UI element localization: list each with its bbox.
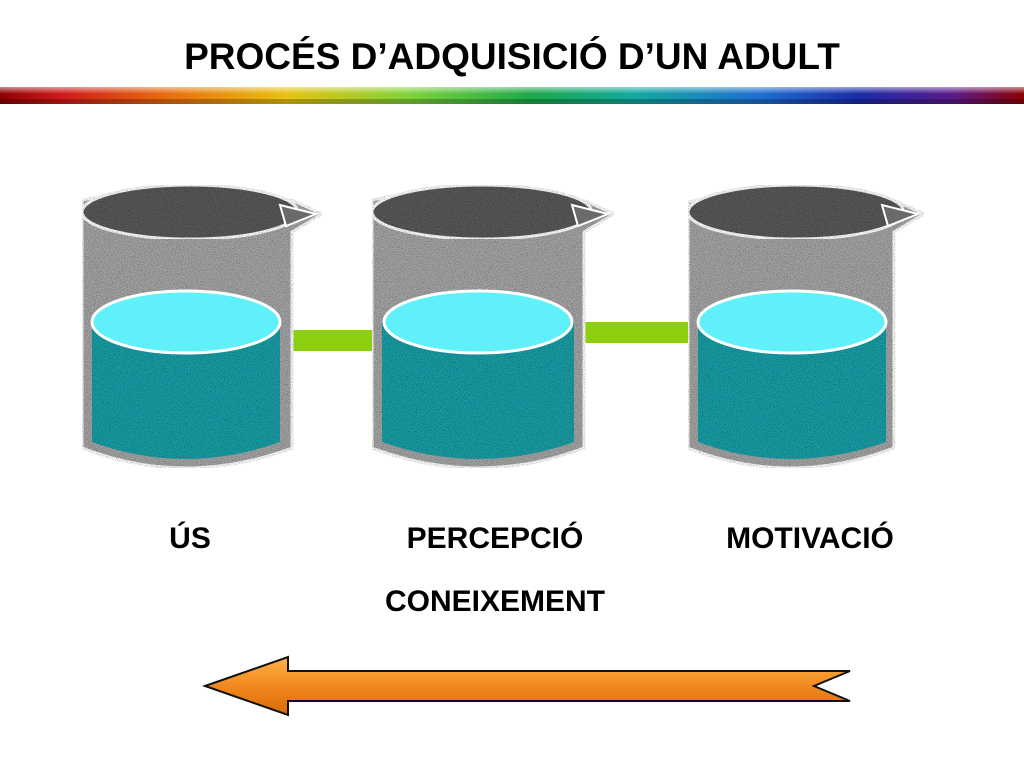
label-percepcio: PERCEPCIÓ [406,522,584,555]
connector-bar-1 [280,330,380,351]
connector-bar-2 [582,322,695,343]
direction-arrow-left [201,655,851,717]
beaker-percepcio [370,183,618,470]
beaker-motivacio [686,183,928,470]
label-coneixement: CONEIXEMENT [384,585,606,618]
rainbow-divider [0,87,1024,104]
label-motivacio: MOTIVACIÓ [726,522,894,555]
slide-title: PROCÉS D’ADQUISICIÓ D’UN ADULT [184,36,840,77]
label-us: ÚS [169,522,211,555]
beaker-us [80,183,326,470]
